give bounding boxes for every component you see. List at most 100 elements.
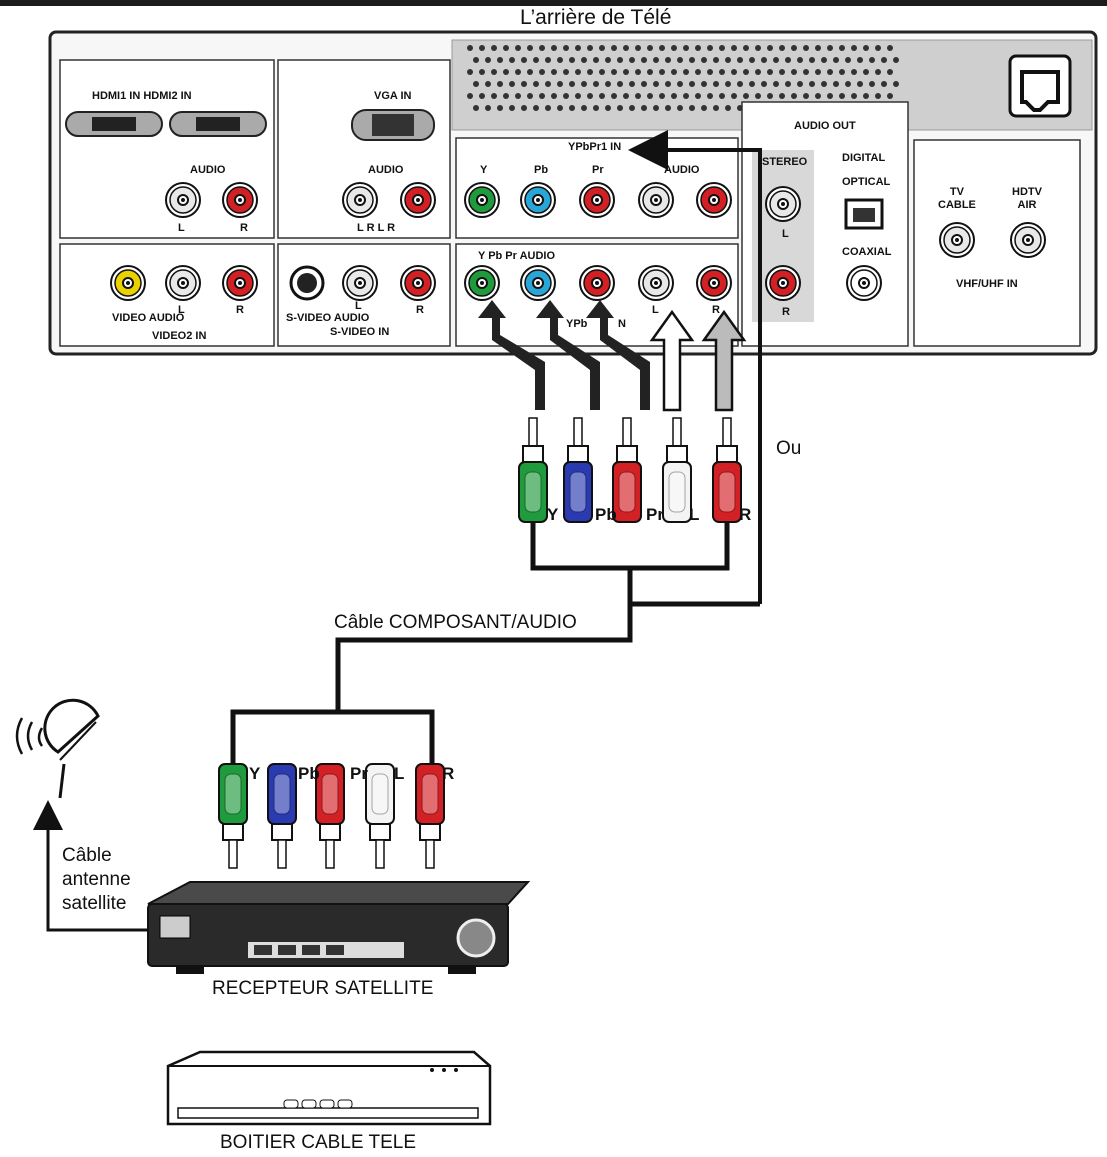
cable-label: Câble COMPOSANT/AUDIO: [334, 612, 577, 633]
vent-hole: [545, 81, 551, 87]
vent-holes: [467, 45, 899, 111]
antenna-cable: [33, 800, 148, 932]
ypbpr2-in-label: YPb: [566, 318, 588, 330]
vent-hole: [755, 45, 761, 51]
vga-audio-lr-label: L R L R: [357, 222, 396, 234]
power-inlet-icon: [1008, 54, 1072, 118]
vent-hole: [887, 45, 893, 51]
antenna-cable-line-1: Câble: [62, 845, 112, 866]
rca-jack: [400, 182, 436, 218]
vent-hole: [527, 93, 533, 99]
vent-hole: [647, 69, 653, 75]
vent-hole: [647, 45, 653, 51]
vent-hole: [755, 93, 761, 99]
top-plug-pr-label: Pr: [646, 505, 664, 524]
rca-plug: [218, 763, 248, 869]
vent-hole: [875, 45, 881, 51]
vent-hole: [731, 69, 737, 75]
vent-hole: [839, 93, 845, 99]
vent-hole: [695, 69, 701, 75]
vent-hole: [767, 69, 773, 75]
hdmi-audio-label: AUDIO: [190, 164, 226, 176]
vent-hole: [857, 57, 863, 63]
vent-hole: [761, 81, 767, 87]
vent-hole: [863, 45, 869, 51]
vent-hole: [707, 93, 713, 99]
optical-label: OPTICAL: [842, 176, 891, 188]
vent-hole: [833, 57, 839, 63]
vent-hole: [875, 93, 881, 99]
vent-hole: [545, 57, 551, 63]
vent-hole: [797, 57, 803, 63]
video2-r-label: R: [236, 304, 244, 316]
vent-hole: [569, 105, 575, 111]
vent-hole: [623, 93, 629, 99]
rca-jack: [222, 265, 258, 301]
vent-hole: [743, 45, 749, 51]
video2-l-label: L: [178, 304, 185, 316]
ypbpr2-audio-label: Y Pb Pr AUDIO: [478, 250, 556, 262]
vent-hole: [629, 105, 635, 111]
vent-hole: [803, 45, 809, 51]
vent-hole: [509, 81, 515, 87]
vent-hole: [665, 81, 671, 87]
rca-jack: [638, 182, 674, 218]
vent-hole: [503, 69, 509, 75]
vent-hole: [677, 57, 683, 63]
vent-hole: [821, 81, 827, 87]
hdmi-audio-l-label: L: [178, 222, 185, 234]
receiver-label: RECEPTEUR SATELLITE: [212, 978, 434, 999]
vent-hole: [521, 57, 527, 63]
vent-hole: [671, 93, 677, 99]
top-plug-y-label: Y: [547, 505, 559, 524]
vent-hole: [689, 81, 695, 87]
vent-hole: [539, 69, 545, 75]
bottom-plug-l-label: L: [394, 764, 405, 783]
vent-hole: [749, 81, 755, 87]
rca-jack: [579, 265, 615, 301]
vent-hole: [881, 81, 887, 87]
vent-hole: [623, 45, 629, 51]
vent-hole: [881, 57, 887, 63]
vent-hole: [683, 45, 689, 51]
vent-hole: [581, 57, 587, 63]
top-plug-pb-label: Pb: [595, 505, 617, 524]
rca-jack: [165, 182, 201, 218]
rca-jacks: [110, 182, 1046, 301]
component-arrows: [478, 300, 747, 412]
vent-hole: [467, 93, 473, 99]
vent-hole: [773, 81, 779, 87]
vhf-uhf-label: VHF/UHF IN: [956, 278, 1018, 290]
vent-hole: [767, 93, 773, 99]
vent-hole: [485, 57, 491, 63]
rca-plugs: [218, 417, 742, 869]
vent-hole: [491, 45, 497, 51]
vent-hole: [563, 93, 569, 99]
vent-hole: [563, 69, 569, 75]
vent-hole: [731, 45, 737, 51]
vent-hole: [845, 57, 851, 63]
vent-hole: [485, 105, 491, 111]
vent-hole: [659, 69, 665, 75]
vent-hole: [515, 45, 521, 51]
vent-hole: [659, 93, 665, 99]
vent-hole: [833, 81, 839, 87]
vent-hole: [827, 69, 833, 75]
vent-hole: [809, 57, 815, 63]
vent-hole: [599, 45, 605, 51]
vent-hole: [635, 69, 641, 75]
vent-hole: [713, 57, 719, 63]
vent-hole: [497, 81, 503, 87]
vent-hole: [533, 105, 539, 111]
vent-hole: [755, 69, 761, 75]
vent-hole: [599, 93, 605, 99]
stereo-r-label: R: [782, 306, 790, 318]
cable-box-label: BOITIER CABLE TELE: [220, 1132, 417, 1153]
bottom-plug-r-label: R: [442, 764, 455, 783]
vent-hole: [497, 57, 503, 63]
rca-plug: [612, 417, 642, 523]
vent-hole: [791, 93, 797, 99]
video2-label: VIDEO2 IN: [152, 330, 207, 342]
vent-hole: [623, 69, 629, 75]
